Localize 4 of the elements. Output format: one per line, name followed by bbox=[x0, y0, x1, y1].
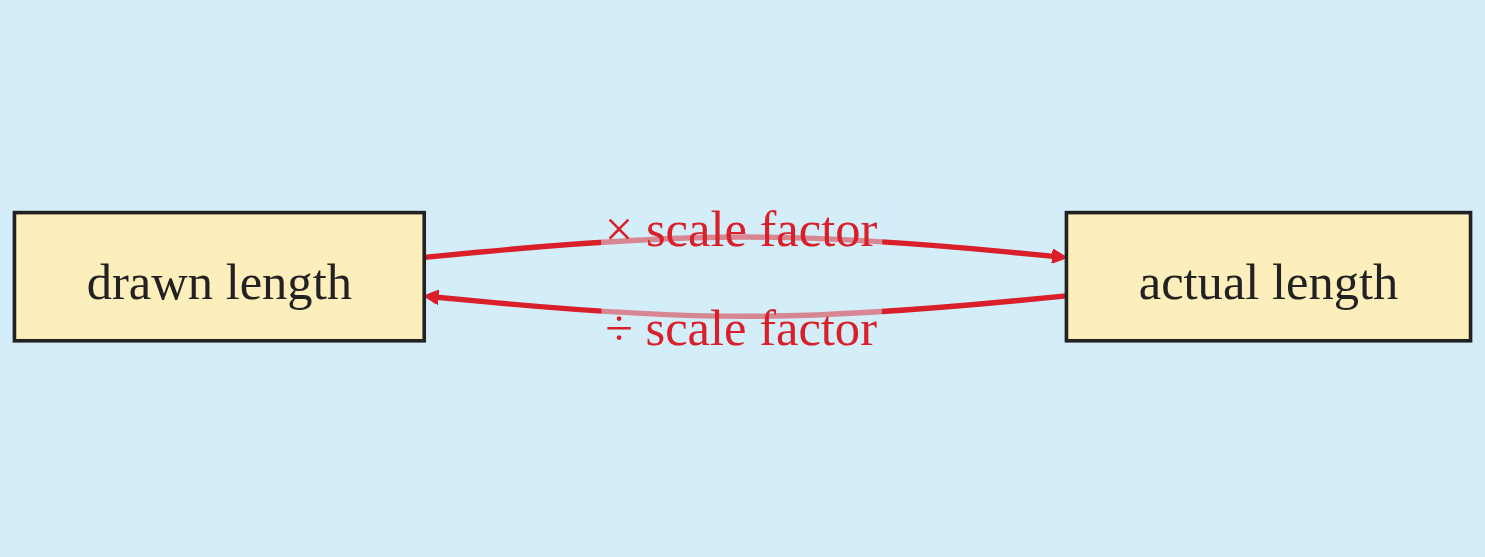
node-box: drawn length bbox=[12, 210, 427, 343]
edge-label: ÷ scale factor bbox=[605, 300, 877, 357]
edge-label: × scale factor bbox=[604, 201, 878, 257]
node-box: actual length bbox=[1064, 210, 1473, 343]
